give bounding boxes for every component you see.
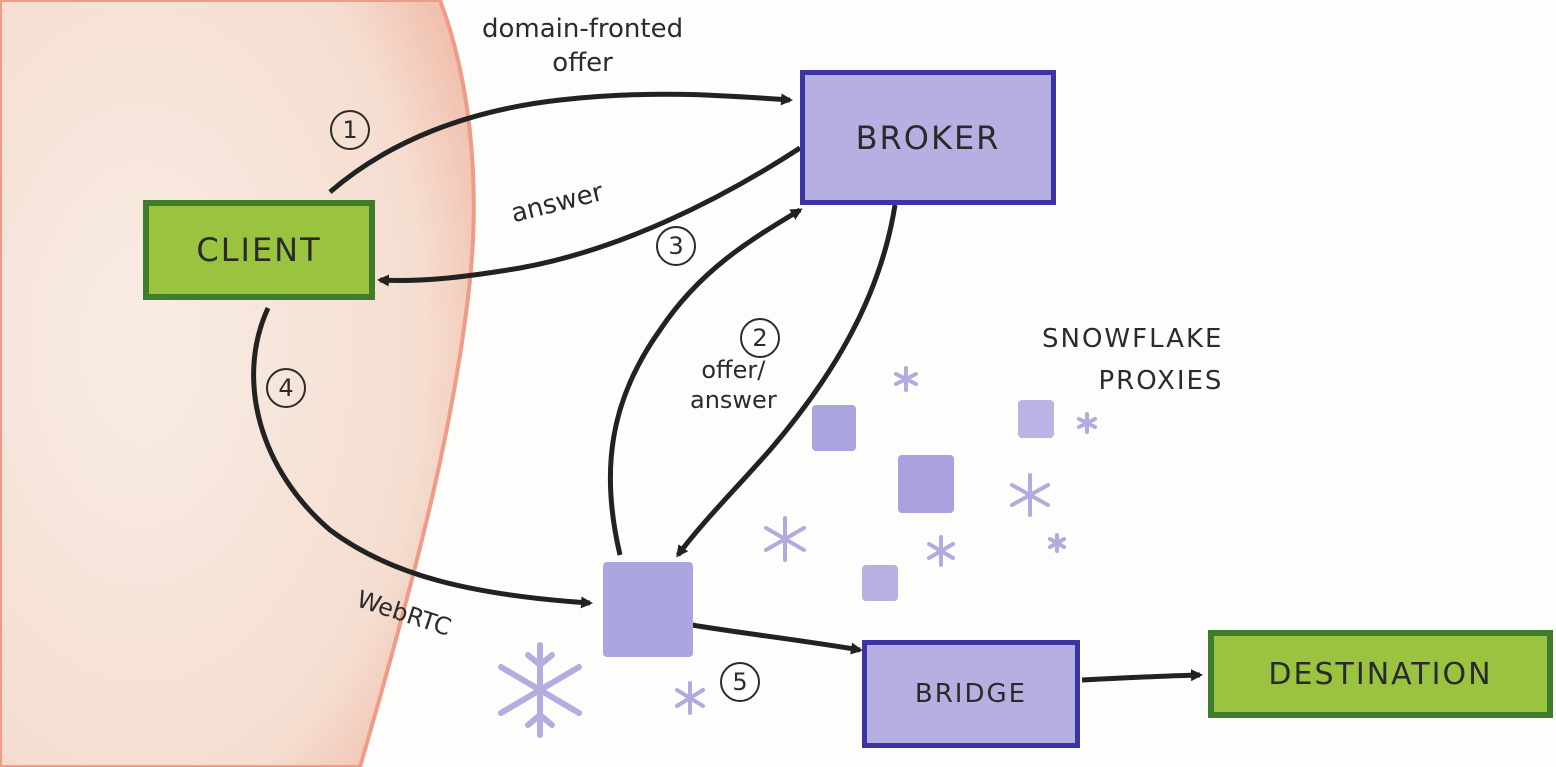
step-number-4: 4 xyxy=(266,368,306,408)
arrow-bridge-to-destination xyxy=(1082,675,1200,680)
snowflake-proxy xyxy=(812,405,856,451)
bridge-node: BRIDGE xyxy=(862,640,1080,748)
arrow-proxy-to-bridge xyxy=(692,625,860,650)
broker-label: BROKER xyxy=(856,119,1001,157)
step-number-1: 1 xyxy=(330,110,370,150)
step-number-2: 2 xyxy=(740,318,780,358)
client-label: CLIENT xyxy=(196,231,321,269)
destination-label: DESTINATION xyxy=(1268,657,1492,692)
proxies-label: SNOWFLAKE PROXIES xyxy=(1042,318,1223,402)
step1-label: domain-fronted offer xyxy=(482,12,683,80)
step-number-3: 3 xyxy=(656,226,696,266)
snowflake-proxy-active xyxy=(603,562,693,657)
snowflake-proxy xyxy=(898,455,954,513)
broker-node: BROKER xyxy=(800,70,1056,205)
snowflake-proxy xyxy=(862,565,898,601)
step-number-5: 5 xyxy=(720,662,760,702)
snowflake-proxy xyxy=(1018,400,1054,438)
snowflake-icon xyxy=(501,645,579,735)
destination-node: DESTINATION xyxy=(1208,630,1553,718)
client-node: CLIENT xyxy=(143,200,375,300)
bridge-label: BRIDGE xyxy=(915,679,1027,709)
censored-region xyxy=(0,0,474,767)
step2-label: offer/ answer xyxy=(690,355,777,415)
